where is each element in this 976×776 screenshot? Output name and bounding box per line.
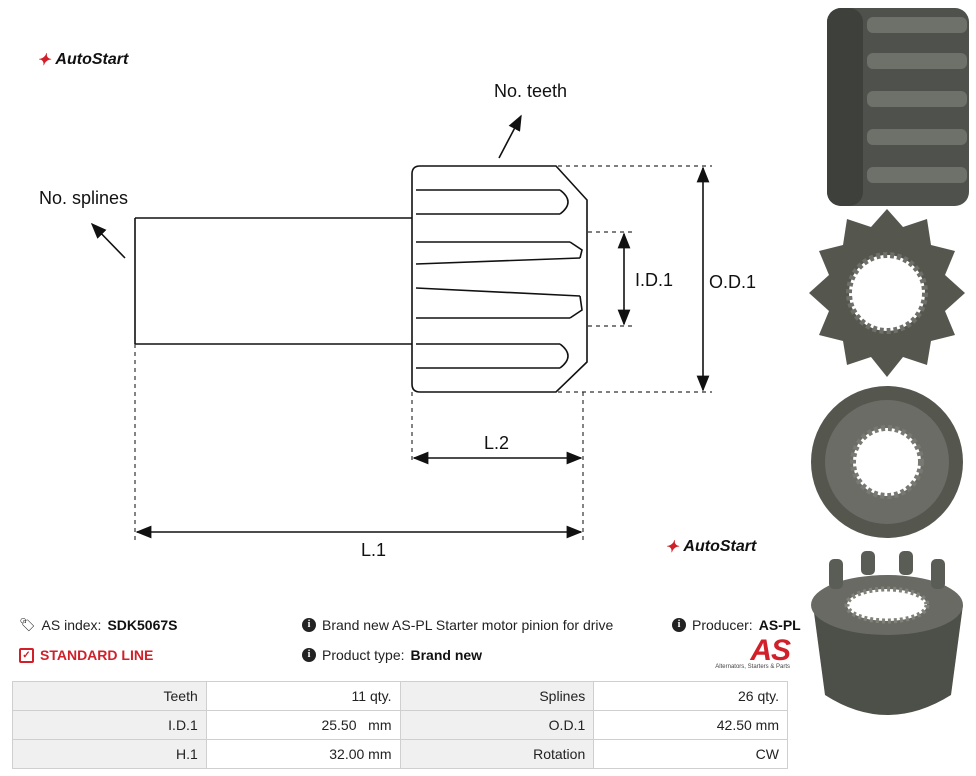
table-row: H.1 32.00 mm Rotation CW xyxy=(12,739,788,769)
spec-table: Teeth 11 qty. Splines 26 qty. I.D.1 25.5… xyxy=(12,681,788,769)
spec-value: 42.50 mm xyxy=(593,710,788,740)
label-id1: I.D.1 xyxy=(635,270,673,290)
spec-label: Teeth xyxy=(12,681,207,711)
producer-label: Producer: xyxy=(692,617,753,633)
pinion-front-photo xyxy=(809,209,965,377)
as-logo-subtitle: Alternators, Starters & Parts xyxy=(715,664,790,670)
autostart-mark-icon: ✦ xyxy=(665,539,679,556)
spec-value: 11 qty. xyxy=(205,681,401,711)
info-icon: i xyxy=(302,648,316,662)
autostart-logo-bottom: ✦ AutoStart xyxy=(665,537,756,557)
tags-icon: 🏷 xyxy=(19,617,36,632)
technical-drawing: No. teeth No. splines I.D.1 O.D.1 L.2 L.… xyxy=(39,81,756,560)
as-index-label: AS index: xyxy=(41,617,102,633)
pinion-back-photo xyxy=(811,386,963,538)
info-icon: i xyxy=(672,618,686,632)
autostart-logo-text: AutoStart xyxy=(683,538,757,555)
spec-value: 25.50 mm xyxy=(205,710,401,740)
label-od1: O.D.1 xyxy=(709,272,756,292)
description: i Brand new AS-PL Starter motor pinion f… xyxy=(302,617,613,633)
autostart-logo: ✦ AutoStart xyxy=(37,50,128,70)
autostart-mark-icon: ✦ xyxy=(37,52,51,69)
autostart-logo-text: AutoStart xyxy=(55,51,129,68)
product-type-value: Brand new xyxy=(410,647,483,663)
as-index: 🏷 AS index: SDK5067S xyxy=(19,617,178,633)
description-text: Brand new AS-PL Starter motor pinion for… xyxy=(322,617,614,633)
pinion-angle-photo xyxy=(811,551,963,715)
spec-label: Rotation xyxy=(399,739,595,769)
spec-label: I.D.1 xyxy=(12,710,207,740)
spec-value: 26 qty. xyxy=(593,681,788,711)
producer: i Producer: AS-PL xyxy=(672,617,801,633)
spec-label: H.1 xyxy=(12,739,207,769)
label-no-teeth: No. teeth xyxy=(494,81,567,101)
checkbox-icon: ✓ xyxy=(19,647,34,663)
as-index-value: SDK5067S xyxy=(107,617,178,633)
spec-label: O.D.1 xyxy=(399,710,595,740)
label-l2: L.2 xyxy=(484,433,509,453)
label-no-splines: No. splines xyxy=(39,188,128,208)
table-row: Teeth 11 qty. Splines 26 qty. xyxy=(12,681,788,711)
label-l1: L.1 xyxy=(361,540,386,560)
pinion-side-photo xyxy=(827,8,969,206)
standard-line-badge: ✓ STANDARD LINE xyxy=(19,647,153,663)
product-type: i Product type: Brand new xyxy=(302,647,482,663)
product-type-label: Product type: xyxy=(322,647,405,663)
producer-value: AS-PL xyxy=(758,617,801,633)
spec-value: CW xyxy=(593,739,788,769)
info-icon: i xyxy=(302,618,316,632)
standard-line-text: STANDARD LINE xyxy=(40,647,154,663)
spec-label: Splines xyxy=(399,681,595,711)
as-pl-logo: AS Alternators, Starters & Parts xyxy=(710,634,791,671)
table-row: I.D.1 25.50 mm O.D.1 42.50 mm xyxy=(12,710,788,740)
spec-value: 32.00 mm xyxy=(205,739,401,769)
as-logo-text: AS xyxy=(750,634,791,667)
